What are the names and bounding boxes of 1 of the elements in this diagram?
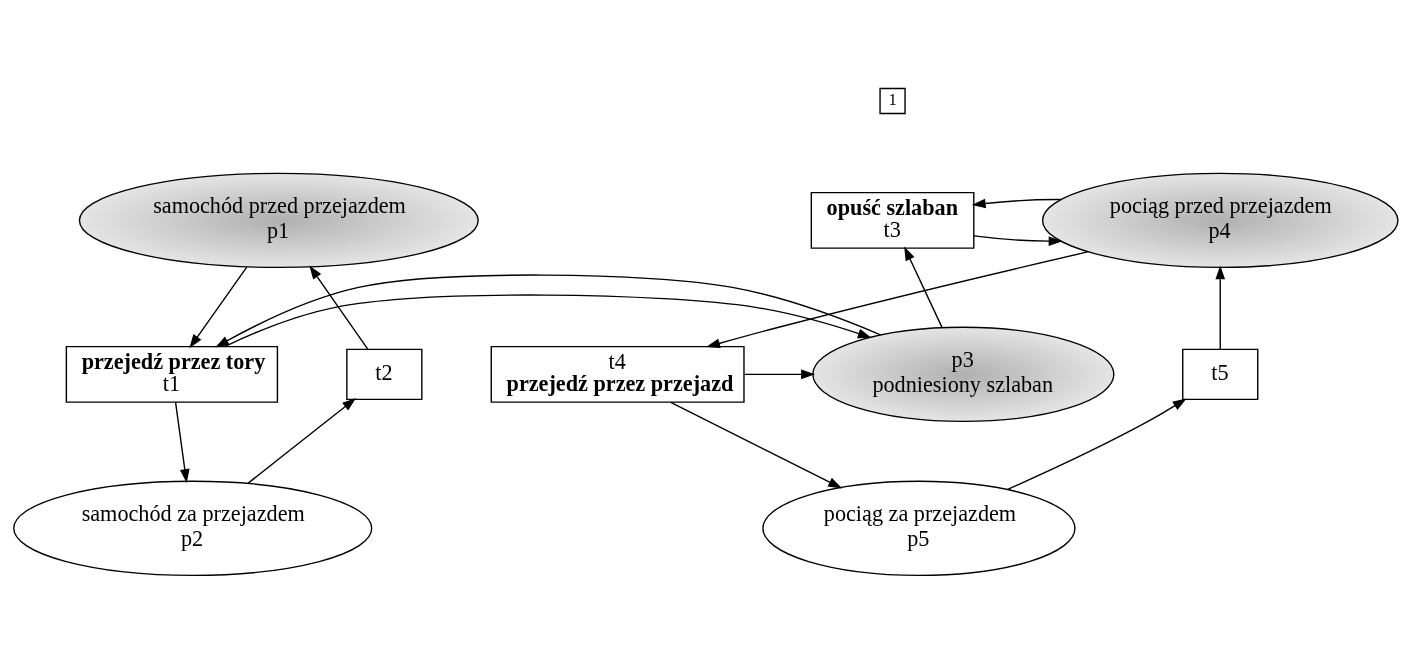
label: 1 (888, 89, 897, 109)
